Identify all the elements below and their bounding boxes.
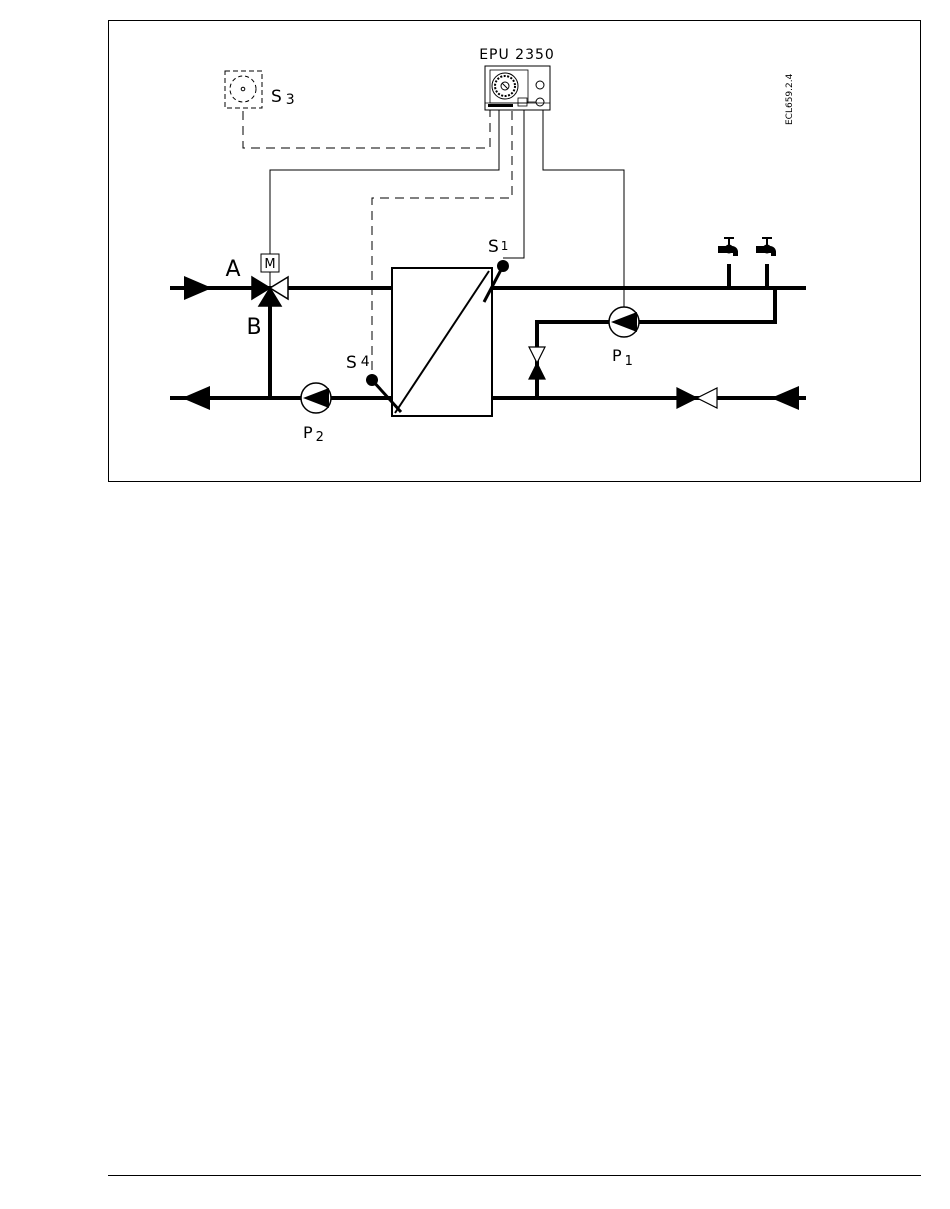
wire-motor [270, 110, 499, 254]
return-inlet-arrow-icon [771, 386, 799, 410]
sensor-s3-icon [230, 76, 256, 102]
check-valve-top-icon [529, 347, 545, 363]
check-valve [529, 347, 545, 379]
tap-1-icon [718, 237, 738, 256]
port-a-label: A [225, 257, 240, 282]
check-valve-bottom-icon [529, 363, 545, 379]
drawing-code: ECL659.2.4 [785, 73, 795, 125]
wire-p1 [543, 110, 624, 310]
wire-s3 [243, 110, 490, 148]
pump-p1 [609, 307, 639, 337]
return-valve [677, 388, 717, 408]
controller-indicator-2-icon [536, 98, 544, 106]
return-valve-right-icon [697, 388, 717, 408]
controller-unit [485, 66, 550, 110]
sensor-s1-icon [497, 260, 509, 272]
pump-p2 [301, 383, 331, 413]
footer-rule [108, 1175, 921, 1176]
outlet-arrow-icon [182, 386, 210, 410]
sensor-s3 [225, 71, 262, 108]
wire-s1 [503, 110, 524, 258]
sensor-s4-icon [366, 374, 378, 386]
return-valve-left-icon [677, 388, 697, 408]
inlet-arrow-icon [184, 276, 212, 300]
motor-label: M [264, 257, 275, 272]
circulation-pipe [537, 288, 775, 398]
controller-label: EPU 2350 [479, 47, 555, 63]
controller-indicator-1-icon [536, 81, 544, 89]
port-b-label: B [246, 315, 261, 340]
tap-2-icon [756, 237, 776, 256]
